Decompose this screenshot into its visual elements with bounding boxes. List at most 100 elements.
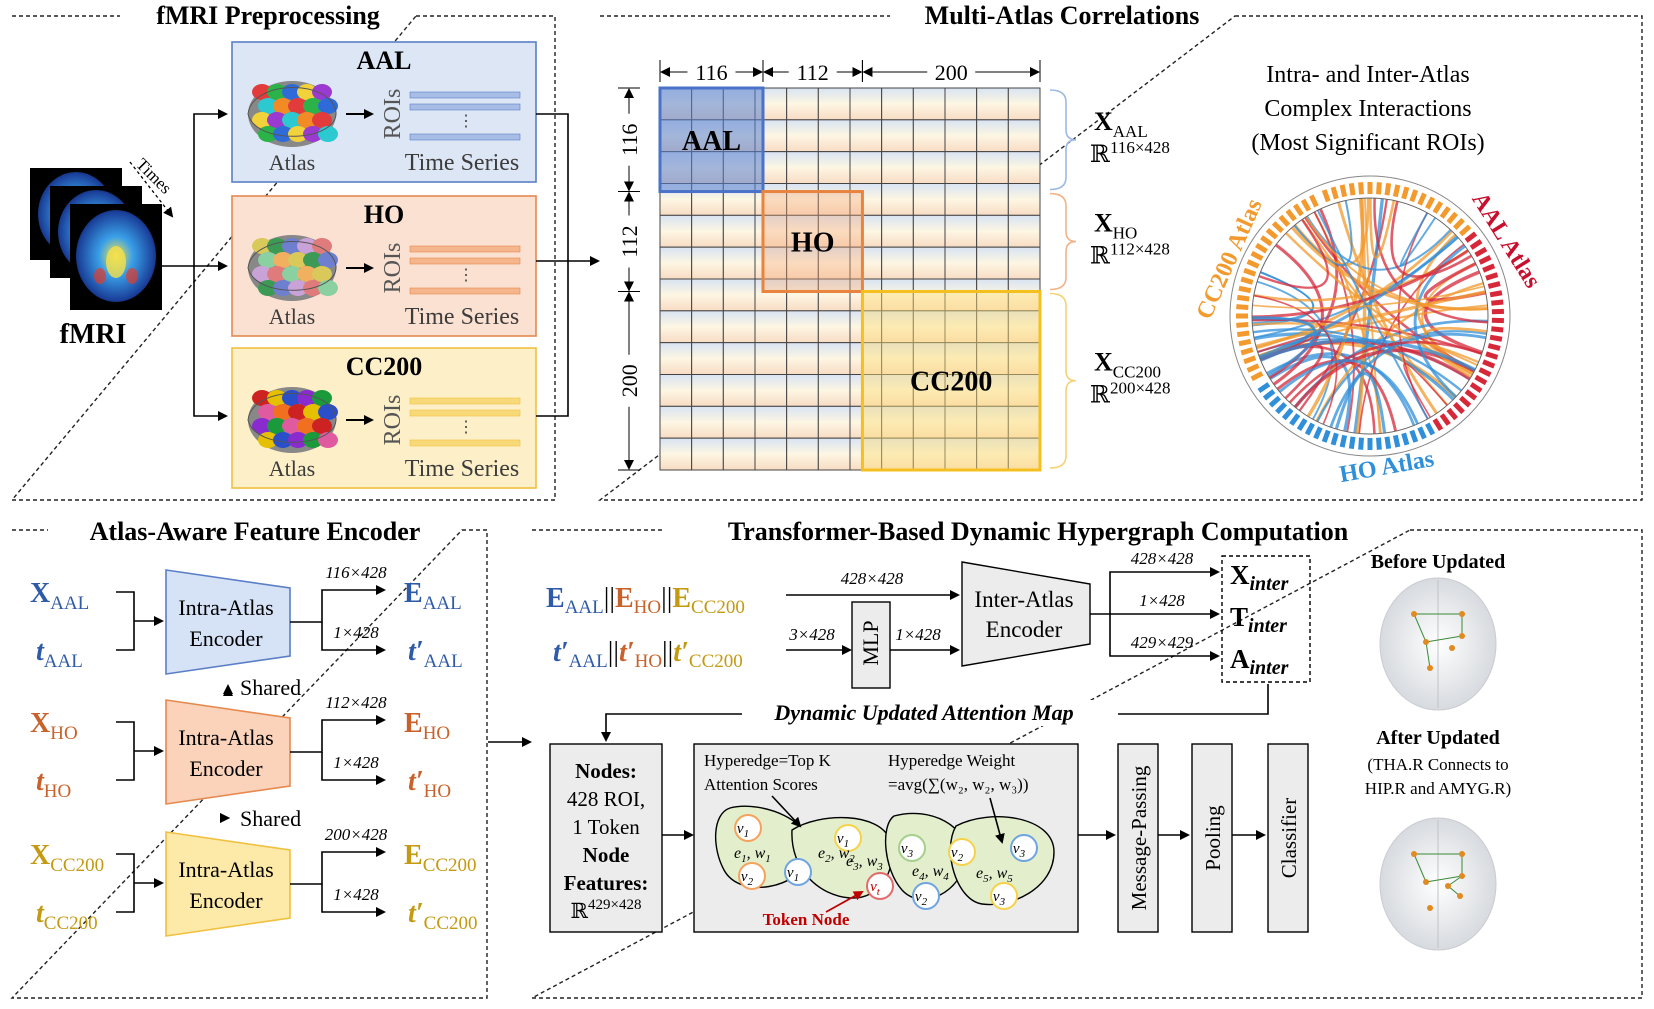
- atlas-name: CC200: [346, 352, 423, 381]
- inter-encoder-line1: Inter-Atlas: [974, 587, 1073, 612]
- dim-e: 112×428: [325, 693, 387, 712]
- nodes-box: [549, 743, 663, 933]
- dim-top-2: 200: [935, 60, 968, 85]
- shared-label: Shared: [240, 675, 301, 700]
- svg-text:v1: v1: [787, 865, 799, 884]
- dim-left-1: 112: [617, 225, 642, 257]
- encoder-frame: Atlas-Aware Feature Encoder: [10, 517, 488, 999]
- svg-text:Hyperedge=Top K: Hyperedge=Top K: [704, 751, 832, 770]
- dynamic-map-label: Dynamic Updated Attention Map: [773, 700, 1073, 725]
- svg-text:Intra-Atlas: Intra-Atlas: [178, 725, 273, 750]
- after-note-line1: (THA.R Connects to: [1367, 755, 1508, 774]
- input-t: tHO: [36, 766, 71, 802]
- split-arrows: [162, 109, 228, 421]
- chord-title: Intra- and Inter-Atlas Complex Interacti…: [1251, 62, 1484, 156]
- concat-e-aal: EAAL: [546, 583, 604, 618]
- concat-e-row: EAAL||EHO||ECC200: [546, 583, 745, 618]
- encoder-row-aal: XAALtAALIntra-AtlasEncoder116×4281×428EA…: [30, 563, 463, 700]
- hyperedge-label: e2, w2: [818, 845, 855, 865]
- output-space-cc200: ℝ200×428: [1090, 379, 1171, 409]
- input-x: XHO: [30, 708, 78, 744]
- hypergraph-node: v1: [734, 814, 762, 842]
- classifier-box: [1267, 743, 1309, 933]
- encoder-row-ho: XHOtHOIntra-AtlasEncoder112×4281×428EHOt…: [30, 693, 451, 831]
- ellipsis-dots: ⋮: [458, 419, 474, 436]
- svg-text:v2: v2: [951, 845, 964, 864]
- inter-outputs: Xinter Tinter Ainter: [1230, 560, 1289, 679]
- hyperedge-label: e5, w5: [976, 865, 1013, 885]
- rois-label: ROIs: [380, 89, 406, 140]
- hyperedge-label: e3, w3: [846, 853, 883, 873]
- message-passing-box: [1117, 743, 1159, 933]
- atlas-name: AAL: [357, 46, 412, 75]
- svg-text:Attention Scores: Attention Scores: [704, 775, 818, 794]
- intra-atlas-encoder: [165, 831, 291, 937]
- intra-atlas-encoder: [165, 699, 291, 805]
- preprocessing-title: fMRI Preprocessing: [156, 1, 380, 30]
- multi-atlas-frame: Multi-Atlas Correlations: [597, 1, 1643, 501]
- output-e: EHO: [404, 708, 450, 744]
- ho-atlas-label: HO Atlas: [1338, 446, 1436, 488]
- svg-text:Intra-Atlas: Intra-Atlas: [178, 595, 273, 620]
- svg-text:Tinter: Tinter: [1230, 602, 1287, 637]
- svg-text:v1: v1: [837, 831, 849, 850]
- output-space-ho: ℝ112×428: [1090, 240, 1170, 270]
- encoder-stack: XAALtAALIntra-AtlasEncoder116×4281×428EA…: [30, 563, 478, 937]
- hypergraph-node: v1: [784, 858, 812, 886]
- hypergraph-node: v2: [948, 838, 976, 866]
- svg-text:Ainter: Ainter: [1230, 644, 1289, 679]
- svg-text:Xinter: Xinter: [1230, 560, 1289, 595]
- transformer-frame: Transformer-Based Dynamic Hypergraph Com…: [531, 517, 1643, 999]
- rois-label: ROIs: [380, 395, 406, 446]
- dim-t: 1×428: [333, 753, 379, 772]
- hyperedge-text: Hyperedge=Top K Attention Scores Hypered…: [704, 751, 1029, 794]
- output-x-cc200: XCC200: [1094, 348, 1161, 382]
- encoder-row-cc200: XCC200tCC200Intra-AtlasEncoder200×4281×4…: [30, 825, 478, 937]
- nodes-box-text: Nodes: 428 ROI, 1 Token Node Features: ℝ…: [564, 759, 649, 923]
- dim-left-0: 116: [617, 124, 642, 156]
- output-t-prime: t′HO: [408, 766, 451, 802]
- mlp-label: MLP: [858, 620, 883, 665]
- before-updated-label: Before Updated: [1371, 551, 1506, 573]
- inter-atlas-encoder: [961, 561, 1091, 667]
- svg-text:v3: v3: [993, 889, 1006, 908]
- input-x: XAAL: [30, 578, 89, 614]
- svg-text:=avg(∑(w₂, w₂, w₃)): =avg(∑(w₂, w₂, w₃)): [888, 775, 1029, 794]
- hypergraph-node: v2: [738, 862, 766, 890]
- inter-outputs-box: [1221, 555, 1311, 683]
- block-ho: HO: [761, 190, 864, 293]
- dim-top-0: 116: [695, 60, 727, 85]
- svg-text:v2: v2: [741, 869, 754, 888]
- svg-text:v3: v3: [1013, 841, 1026, 860]
- hypergraph-node: v2: [912, 882, 940, 910]
- hyperedge-label: e1, w1: [734, 845, 771, 865]
- svg-text:v3: v3: [901, 841, 914, 860]
- svg-text:1 Token: 1 Token: [572, 815, 640, 839]
- chord-title-line2: Complex Interactions: [1264, 96, 1471, 122]
- input-t: tCC200: [36, 898, 98, 934]
- time-series-label: Time Series: [405, 304, 519, 330]
- correlation-matrix: AALHOCC200116116XAALℝ116×428112112XHOℝ11…: [617, 60, 1171, 472]
- svg-text:vt: vt: [870, 879, 881, 898]
- svg-text:Features:: Features:: [564, 871, 649, 895]
- dim-top-1: 112: [797, 60, 829, 85]
- svg-text:Nodes:: Nodes:: [575, 759, 637, 783]
- fmri-stack: [30, 168, 162, 310]
- fmri-label: fMRI: [60, 319, 127, 350]
- time-series-label: Time Series: [405, 456, 519, 482]
- atlas-name: HO: [364, 200, 404, 229]
- intra-atlas-encoder: [165, 569, 291, 675]
- cc200-atlas-label: CC200 Atlas: [1192, 195, 1268, 323]
- hyper-arrows: [771, 795, 1005, 844]
- output-t-prime: t′AAL: [408, 636, 463, 672]
- output-e: EAAL: [404, 578, 462, 614]
- after-note-line2: HIP.R and AMYG.R): [1365, 779, 1511, 798]
- concat-t-row: t′AAL||t′HO||t′CC200: [553, 637, 743, 672]
- after-updated-label: After Updated: [1376, 727, 1500, 749]
- svg-text:AAL: AAL: [682, 126, 741, 157]
- svg-text:428 ROI,: 428 ROI,: [567, 787, 645, 811]
- svg-text:Hyperedge Weight: Hyperedge Weight: [888, 751, 1015, 770]
